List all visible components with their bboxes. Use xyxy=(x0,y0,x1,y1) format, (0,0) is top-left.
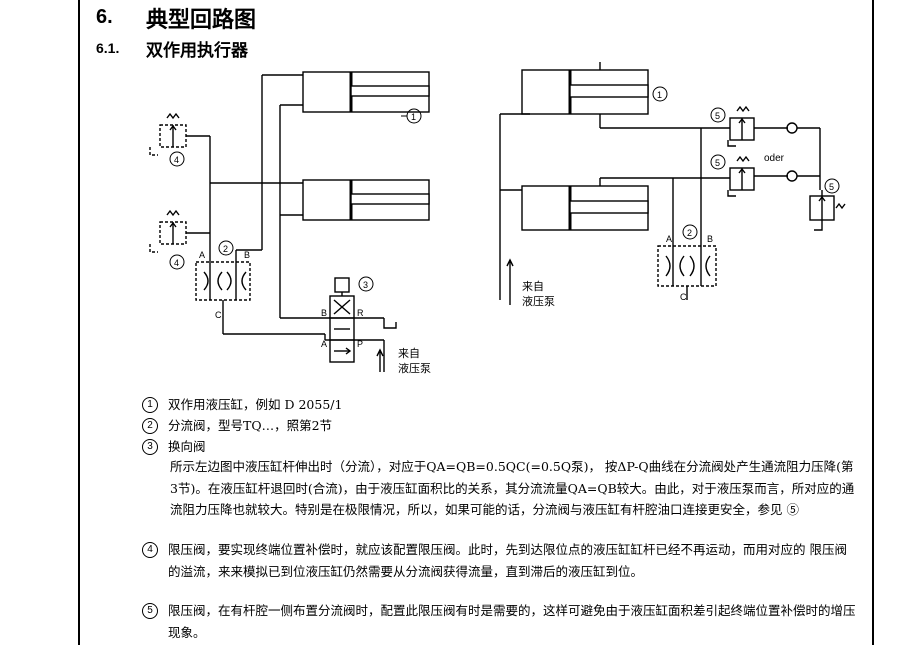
legend-text: 分流阀，型号TQ…，照第2节 xyxy=(168,418,333,433)
left-circuit xyxy=(149,71,430,372)
label-a-valve: A xyxy=(321,339,327,349)
label-a-right: A xyxy=(666,234,672,244)
callout-5-top: 5 xyxy=(710,107,726,123)
legend-text: 限压阀，在有杆腔一侧布置分流阀时，配置此限压阀有时是需要的，这样可避免由于液压缸… xyxy=(168,603,856,640)
svg-text:3: 3 xyxy=(363,280,368,290)
svg-text:4: 4 xyxy=(174,258,179,268)
flow-divider-right xyxy=(657,128,717,300)
svg-text:2: 2 xyxy=(223,244,228,254)
legend-item-4: 4 限压阀，要实现终端位置补偿时，就应该配置限压阀。此时，先到达限位点的液压缸缸… xyxy=(142,539,862,582)
legend-number: 3 xyxy=(142,439,158,455)
legend-number: 1 xyxy=(142,397,158,413)
right-circuit xyxy=(499,62,846,305)
page-border-left xyxy=(78,0,80,645)
flow-divider-left xyxy=(195,136,325,335)
directional-valve xyxy=(280,277,397,372)
section-number: 6. xyxy=(96,6,113,28)
callout-4-top: 4 xyxy=(169,151,185,167)
cylinder-lower-left xyxy=(210,179,430,221)
legend-number: 4 xyxy=(142,542,158,558)
svg-text:5: 5 xyxy=(829,182,834,192)
label-b-left: B xyxy=(244,250,250,260)
legend-text: 双作用液压缸，例如 D 2055/1 xyxy=(168,397,343,412)
relief-valve-left-bottom xyxy=(149,209,210,253)
legend-number: 2 xyxy=(142,418,158,434)
svg-text:1: 1 xyxy=(411,112,416,122)
relief-valve-right-mid xyxy=(727,155,820,197)
relief-valve-right-top xyxy=(727,105,821,190)
label-p-valve: P xyxy=(357,339,363,349)
subsection-title: 双作用执行器 xyxy=(146,41,248,61)
supply-label-left-line1: 来自 xyxy=(398,347,420,360)
legend-item-3: 3 换向阀 xyxy=(142,436,206,457)
supply-label-right-line1: 来自 xyxy=(522,280,544,293)
label-oder: oder xyxy=(764,153,785,164)
hydraulic-circuit-diagram: A B C B R A P A B C oder 来自 液压泵 来自 液压泵 1… xyxy=(149,62,846,375)
cylinder-upper-left xyxy=(261,71,430,318)
cylinder-upper-right xyxy=(499,62,730,300)
svg-text:5: 5 xyxy=(715,111,720,121)
label-a-left: A xyxy=(199,250,205,260)
callout-5-side: 5 xyxy=(824,178,840,194)
supply-label-right-line2: 液压泵 xyxy=(522,294,555,308)
label-b-right: B xyxy=(707,234,713,244)
svg-text:1: 1 xyxy=(657,90,662,100)
svg-text:5: 5 xyxy=(715,158,720,168)
callout-5-mid: 5 xyxy=(710,154,726,170)
legend-item-1: 1 双作用液压缸，例如 D 2055/1 xyxy=(142,394,342,415)
callout-2-right: 2 xyxy=(682,224,698,240)
label-c-left: C xyxy=(215,310,222,320)
legend-text: 换向阀 xyxy=(168,439,206,454)
label-c-right: C xyxy=(680,292,687,302)
callout-3: 3 xyxy=(358,276,374,292)
supply-label-left-line2: 液压泵 xyxy=(398,361,431,375)
relief-valve-right-side xyxy=(809,190,846,231)
legend-item-5: 5 限压阀，在有杆腔一侧布置分流阀时，配置此限压阀有时是需要的，这样可避免由于液… xyxy=(142,600,862,643)
callout-1-left: 1 xyxy=(401,108,422,124)
relief-valve-left-top xyxy=(149,112,210,156)
legend-item-2: 2 分流阀，型号TQ…，照第2节 xyxy=(142,415,332,436)
page-border-right xyxy=(872,0,874,645)
svg-text:4: 4 xyxy=(174,155,179,165)
legend-item-3-description: 所示左边图中液压缸杆伸出时（分流），对应于QA=QB=0.5QC(=0.5Q泵)… xyxy=(170,459,855,517)
label-b-valve: B xyxy=(321,308,327,318)
legend-number: 5 xyxy=(142,603,158,619)
svg-text:2: 2 xyxy=(687,228,692,238)
callout-2-left: 2 xyxy=(218,240,234,256)
cylinder-lower-right xyxy=(500,177,730,231)
subsection-number: 6.1. xyxy=(96,40,120,56)
callout-1-right: 1 xyxy=(652,86,668,102)
callout-4-bottom: 4 xyxy=(169,254,185,270)
label-r-valve: R xyxy=(357,308,364,318)
section-title: 典型回路图 xyxy=(146,7,257,33)
legend-text: 限压阀，要实现终端位置补偿时，就应该配置限压阀。此时，先到达限位点的液压缸缸杆已… xyxy=(168,542,847,579)
